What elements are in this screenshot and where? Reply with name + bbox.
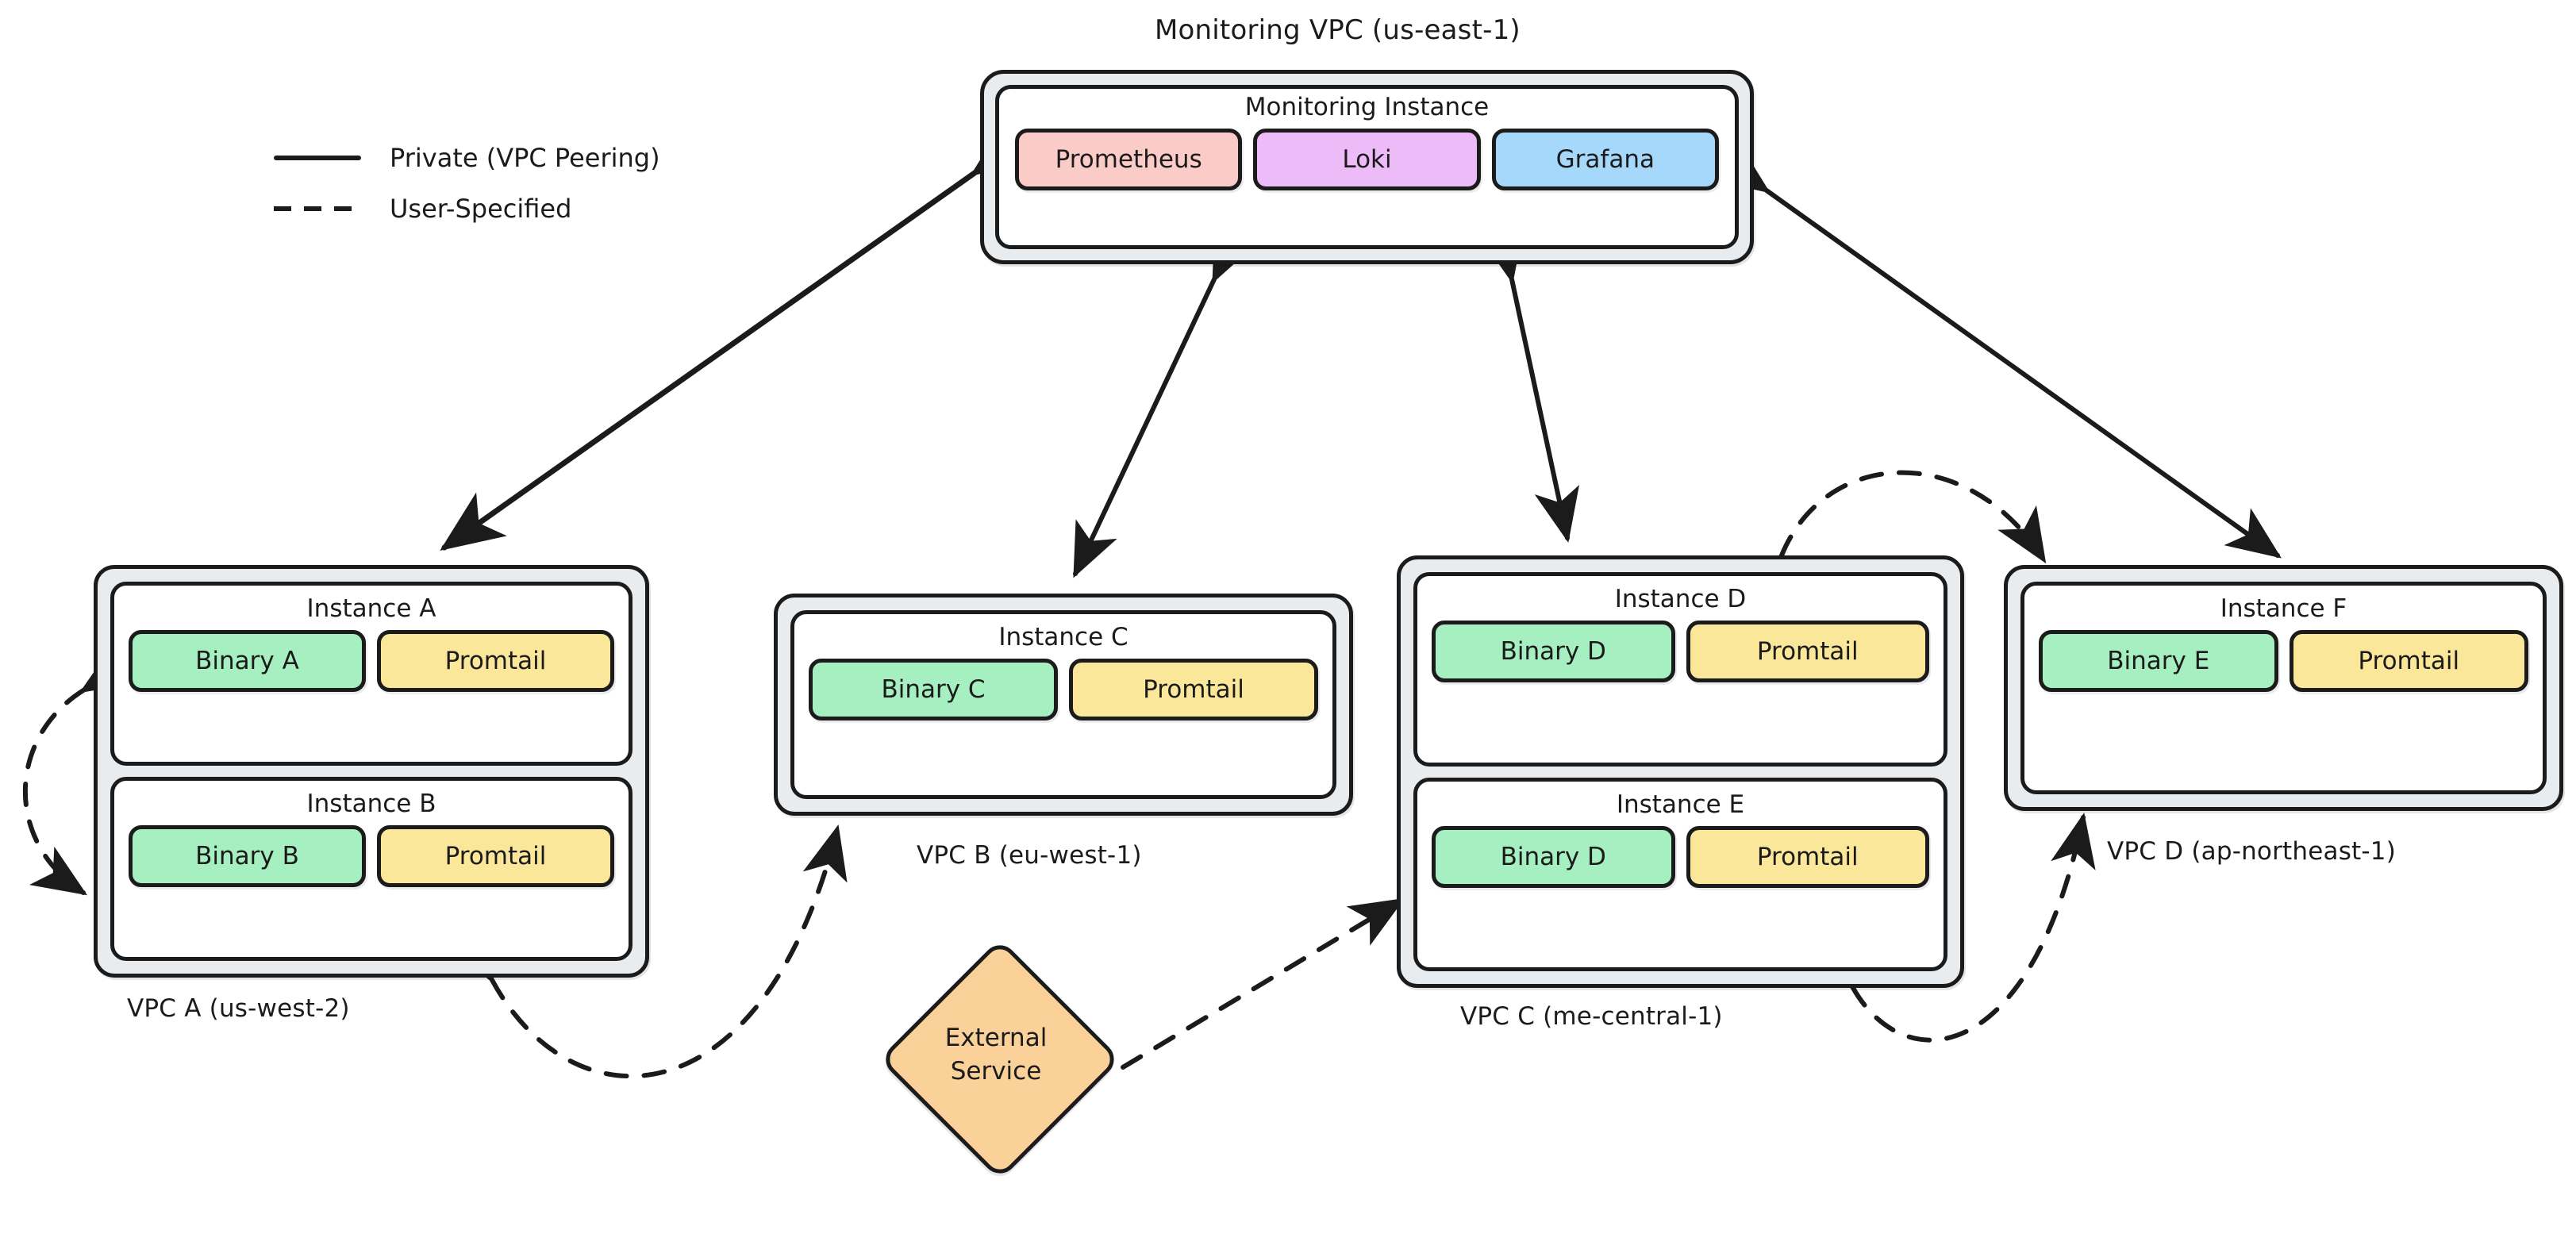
service-promtail-c[interactable]: Promtail xyxy=(1069,659,1318,721)
service-binary-d-2[interactable]: Binary D xyxy=(1432,825,1675,888)
instance-a-title: Instance A xyxy=(306,594,436,623)
dashed-line-icon xyxy=(274,206,361,211)
edge-vpc-c-to-vpc-d-top xyxy=(1741,470,2047,610)
monitoring-vpc[interactable]: Monitoring Instance Prometheus Loki Graf… xyxy=(980,70,1754,264)
service-grafana[interactable]: Grafana xyxy=(1491,129,1719,191)
vpc-c-label: VPC C (me-central-1) xyxy=(1460,1002,1723,1031)
vpc-b[interactable]: Instance C Binary C Promtail xyxy=(774,594,1353,816)
monitoring-service-row: Prometheus Loki Grafana xyxy=(1015,129,1719,191)
service-prometheus[interactable]: Prometheus xyxy=(1015,129,1243,191)
vpc-d[interactable]: Instance F Binary E Promtail xyxy=(2004,565,2563,811)
instance-f-service-row: Binary E Promtail xyxy=(2039,630,2528,693)
vpc-c[interactable]: Instance D Binary D Promtail Instance E … xyxy=(1397,555,1964,988)
monitoring-vpc-label: Monitoring VPC (us-east-1) xyxy=(1155,14,1521,46)
service-promtail-b[interactable]: Promtail xyxy=(377,825,614,888)
instance-c-service-row: Binary C Promtail xyxy=(809,659,1318,721)
diamond-shape xyxy=(879,938,1121,1181)
edge-monitoring-to-vpc-d xyxy=(1713,143,2282,559)
instance-e-service-row: Binary D Promtail xyxy=(1432,825,1929,888)
service-binary-b[interactable]: Binary B xyxy=(129,825,366,888)
vpc-a[interactable]: Instance A Binary A Promtail Instance B … xyxy=(94,565,649,978)
instance-b[interactable]: Instance B Binary B Promtail xyxy=(110,777,632,961)
service-promtail-f[interactable]: Promtail xyxy=(2289,630,2528,693)
service-binary-c[interactable]: Binary C xyxy=(809,659,1058,721)
external-service-node[interactable]: External Service xyxy=(877,936,1121,1181)
service-loki[interactable]: Loki xyxy=(1253,129,1481,191)
vpc-a-label: VPC A (us-west-2) xyxy=(127,994,350,1023)
edge-monitoring-to-vpc-a xyxy=(440,117,1037,551)
instance-f-title: Instance F xyxy=(2220,594,2347,623)
legend-item-private: Private (VPC Peering) xyxy=(274,143,660,173)
instance-d-title: Instance D xyxy=(1614,585,1747,613)
instance-c-title: Instance C xyxy=(998,623,1128,651)
solid-line-icon xyxy=(274,156,361,160)
legend-label-user-specified: User-Specified xyxy=(390,194,572,224)
service-promtail-d[interactable]: Promtail xyxy=(1686,621,1929,683)
legend: Private (VPC Peering) User-Specified xyxy=(274,143,660,224)
instance-d-service-row: Binary D Promtail xyxy=(1432,621,1929,683)
service-promtail-e[interactable]: Promtail xyxy=(1686,825,1929,888)
vpc-b-label: VPC B (eu-west-1) xyxy=(917,841,1142,870)
service-binary-e[interactable]: Binary E xyxy=(2039,630,2278,693)
monitoring-instance-title: Monitoring Instance xyxy=(1244,93,1490,121)
edge-vpc-a-self xyxy=(22,644,138,896)
instance-d[interactable]: Instance D Binary D Promtail xyxy=(1413,572,1947,767)
vpc-d-label: VPC D (ap-northeast-1) xyxy=(2107,837,2397,866)
instance-e-title: Instance E xyxy=(1616,790,1745,819)
edge-monitoring-to-vpc-b xyxy=(1073,225,1256,578)
instance-f[interactable]: Instance F Binary E Promtail xyxy=(2020,582,2547,794)
instance-b-title: Instance B xyxy=(306,790,436,818)
instance-e[interactable]: Instance E Binary D Promtail xyxy=(1413,777,1947,971)
legend-label-private: Private (VPC Peering) xyxy=(390,143,660,173)
monitoring-instance[interactable]: Monitoring Instance Prometheus Loki Graf… xyxy=(995,85,1739,249)
instance-b-service-row: Binary B Promtail xyxy=(129,825,614,888)
instance-c[interactable]: Instance C Binary C Promtail xyxy=(790,610,1336,799)
service-promtail-a[interactable]: Promtail xyxy=(377,630,614,693)
instance-a[interactable]: Instance A Binary A Promtail xyxy=(110,582,632,766)
instance-a-service-row: Binary A Promtail xyxy=(129,630,614,693)
edge-monitoring-to-vpc-c xyxy=(1478,225,1580,543)
edge-external-service-to-vpc-c xyxy=(1121,897,1405,1070)
legend-item-user-specified: User-Specified xyxy=(274,194,660,224)
service-binary-a[interactable]: Binary A xyxy=(129,630,366,693)
service-binary-d[interactable]: Binary D xyxy=(1432,621,1675,683)
